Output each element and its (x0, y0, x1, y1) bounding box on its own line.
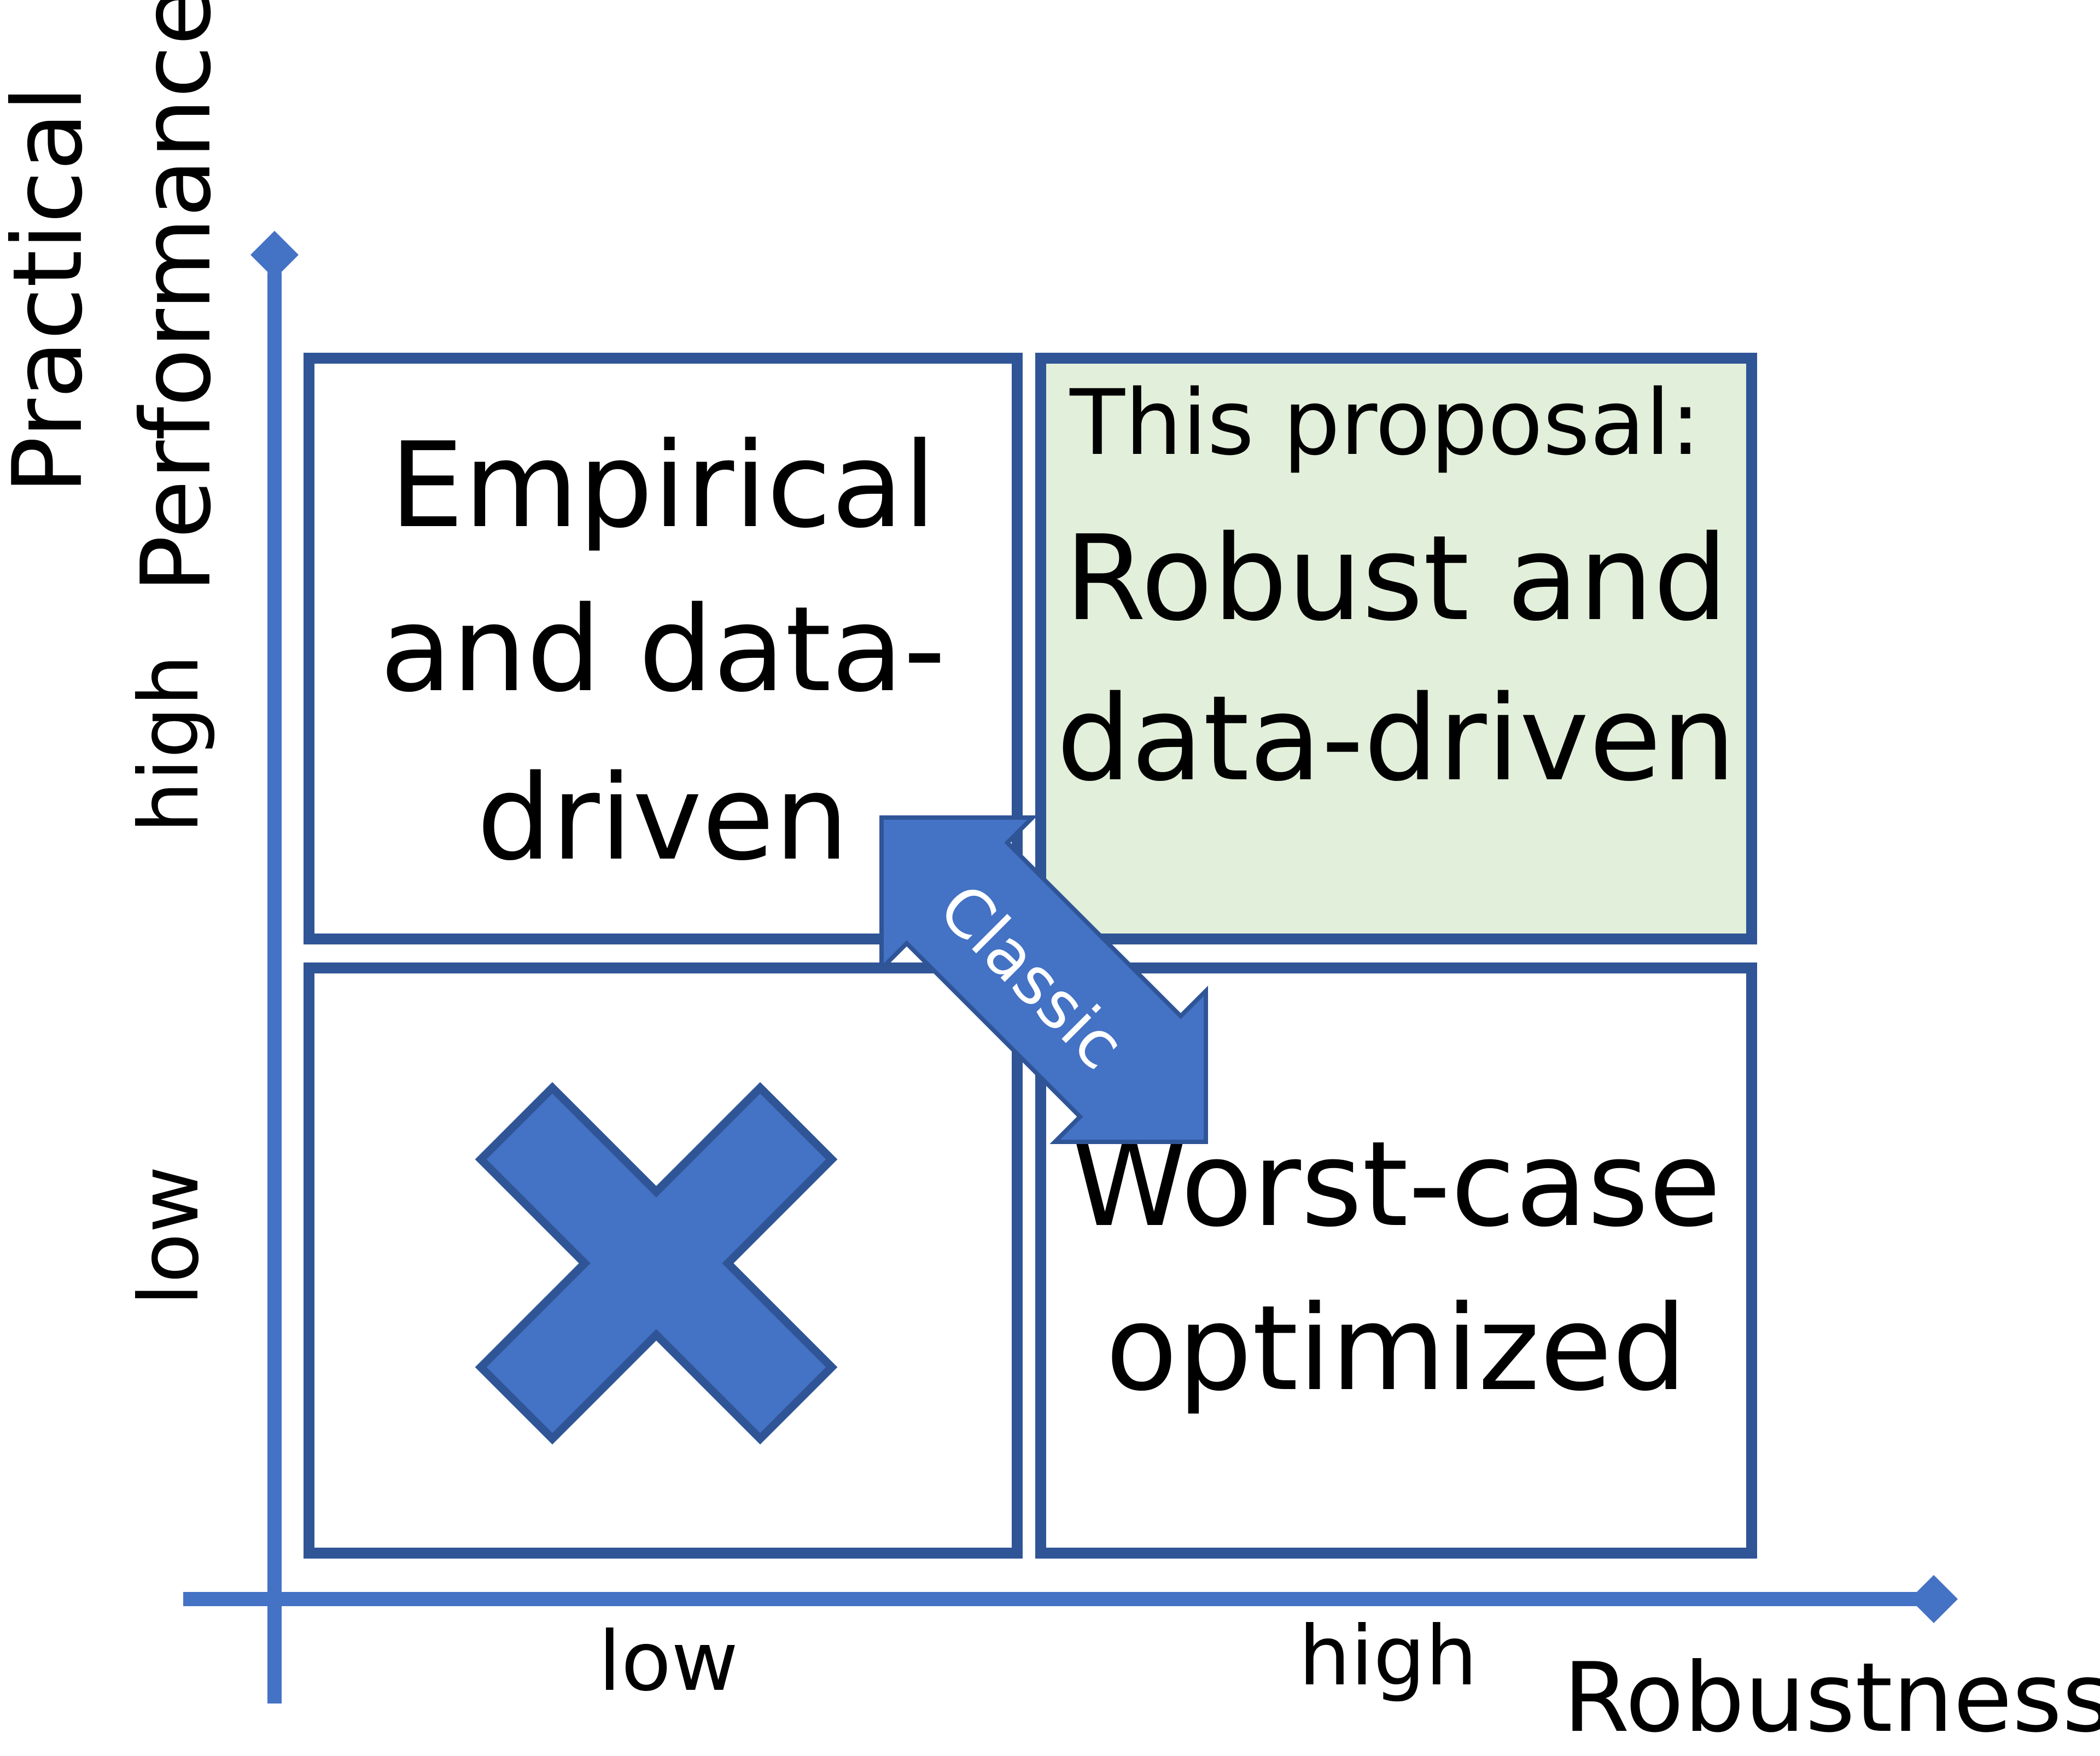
quadrant-bottom-right-label: Worst-case optimized (1071, 1116, 1721, 1417)
x-axis-arrowhead (1910, 1575, 1958, 1623)
y-axis-title-line1: Practical (0, 85, 104, 494)
top-right-line-2: data-driven (1057, 670, 1736, 807)
y-axis-arrowhead (250, 231, 299, 279)
x-cross-icon (475, 1082, 838, 1445)
axes (183, 231, 1958, 1704)
quadrant-top-right-box (1035, 353, 1757, 944)
y-axis-title-line2: Performance (121, 0, 232, 593)
bottom-right-line-2: optimized (1106, 1280, 1687, 1417)
x-tick-high: high (1298, 1609, 1477, 1704)
top-left-line-3: driven (477, 749, 849, 886)
x-axis-title: Robustness (1563, 1643, 2100, 1754)
top-right-line-1: Robust and (1064, 510, 1728, 647)
x-tick-low: low (598, 1614, 738, 1710)
quadrant-top-left-label: Empirical and data- driven (380, 417, 946, 886)
y-tick-high: high (122, 654, 217, 833)
y-tick-low: low (122, 1166, 217, 1306)
top-left-line-1: Empirical (389, 417, 936, 554)
classic-arrow-shape (879, 815, 1208, 1144)
quadrant-top-right-label: This proposal: Robust and data-driven (1057, 370, 1736, 807)
top-left-line-2: and data- (380, 581, 946, 718)
proposal-caption: This proposal: (1069, 370, 1701, 475)
